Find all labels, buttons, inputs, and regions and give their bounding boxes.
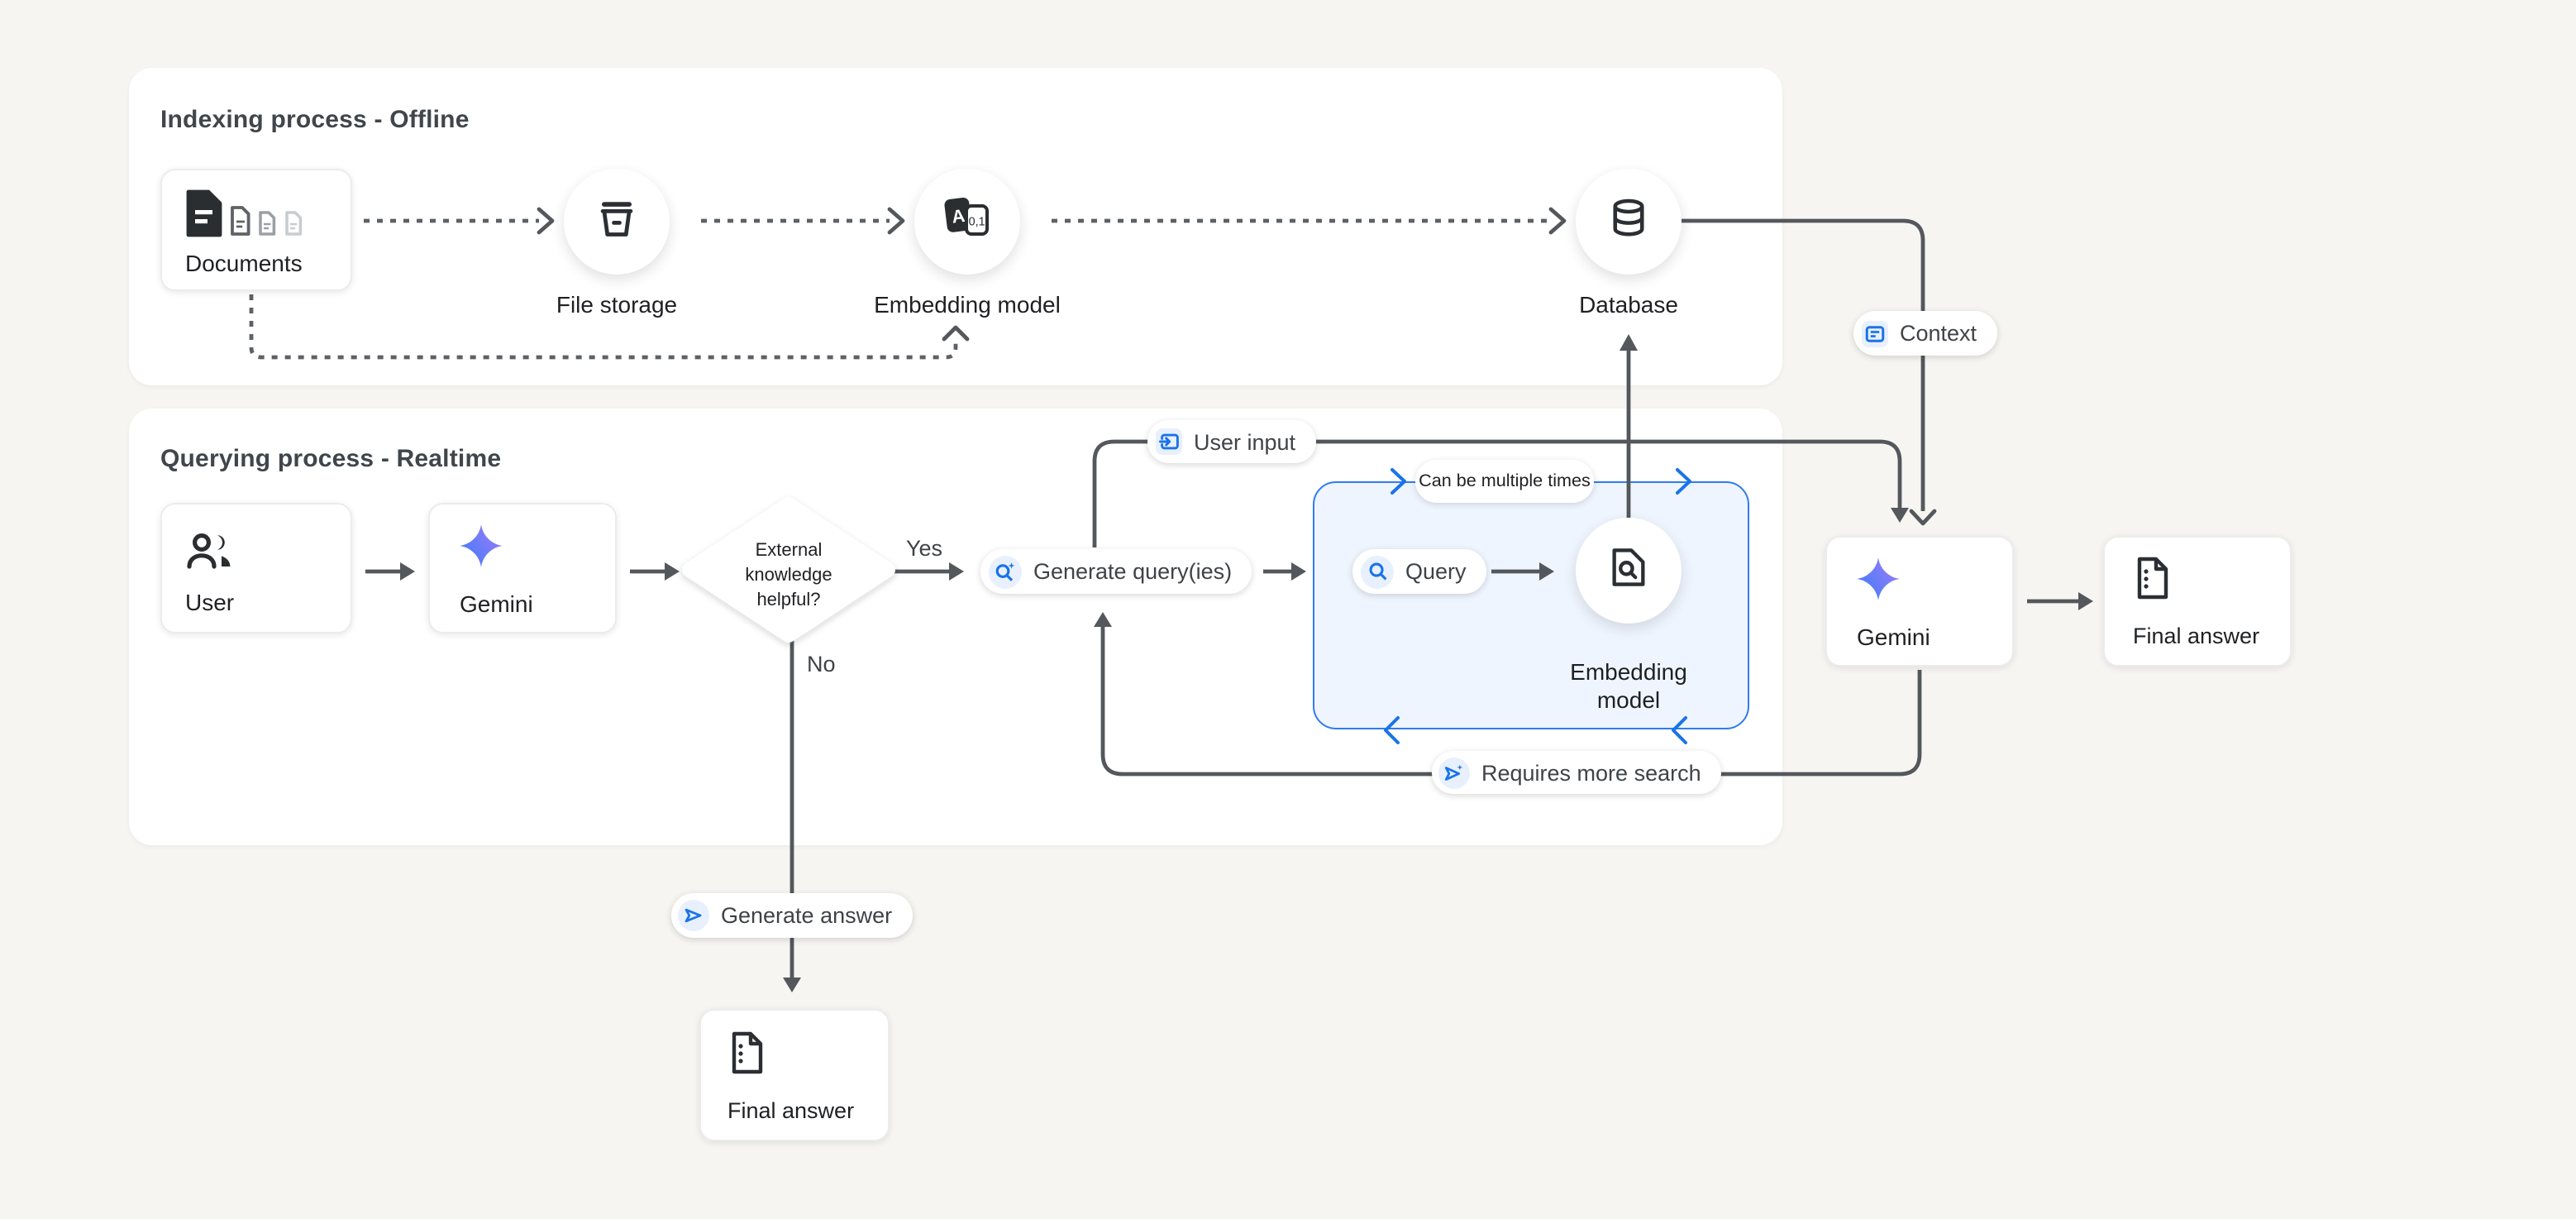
arrowhead [783,978,801,992]
arrowhead [887,207,905,235]
embedding-online-label-2: model [1596,686,1661,713]
document-search-icon [1607,545,1650,596]
generate-answer-label: Generate answer [721,903,893,928]
arrowhead [2078,592,2093,610]
send-sparkle-icon [1438,757,1470,788]
database-node [1576,169,1682,275]
generate-answer-pill: Generate answer [671,893,913,938]
arrowhead [1909,509,1937,526]
translate-binary-icon: A 0,1 [942,195,992,248]
gemini-synthesis-node: Gemini [1825,536,2014,667]
input-arrow-icon [1156,428,1182,455]
edge-userinput-to-gemini [1092,439,1902,547]
document-lines-icon [2133,556,2173,609]
context-pill-label: Context [1900,321,1977,346]
arrowhead [942,325,970,342]
database-cylinder-icon [1607,196,1650,247]
can-be-multiple-times-pill: Can be multiple times [1415,460,1594,503]
search-icon [1361,555,1394,588]
loop-arrow [1384,716,1400,744]
requires-more-search-label: Requires more search [1481,760,1701,785]
yes-label: Yes [906,536,943,561]
edge-database-context-to-gemini [1682,218,1925,511]
edge-documents-to-embedding-loop [249,294,958,360]
loop-arrow [1672,716,1687,744]
final-answer-no-branch-label: Final answer [727,1098,855,1123]
gemini-star-icon [1857,557,1900,609]
user-input-label: User input [1194,429,1296,454]
arrowhead [1548,207,1567,235]
storage-bucket-icon [595,196,638,247]
generate-queries-pill: Generate query(ies) [980,549,1252,594]
documents-stack-icon [185,189,321,246]
document-lines-icon [727,1030,767,1083]
decision-text: External knowledge helpful? [745,541,832,610]
arrowhead [1620,334,1638,351]
arrowhead [1094,612,1112,627]
can-be-multiple-times-label: Can be multiple times [1419,471,1591,491]
gemini-star-icon [460,524,503,576]
decision-diamond [682,497,895,643]
context-pill: Context [1853,311,1997,356]
final-answer-main-label: Final answer [2133,624,2260,648]
gemini-synthesis-label: Gemini [1857,624,1930,650]
arrowhead [537,207,555,235]
arrowhead [1539,562,1554,581]
file-storage-label: File storage [556,291,678,318]
arrowhead [1291,562,1306,581]
send-icon [678,900,709,931]
no-label: No [807,652,836,676]
final-answer-no-branch-node: Final answer [699,1009,890,1141]
embedding-offline-label: Embedding model [874,291,1061,318]
embedding-offline-node: A 0,1 [914,169,1020,275]
arrowhead [949,562,964,581]
final-answer-main-node: Final answer [2103,536,2292,667]
file-storage-node [564,169,670,275]
user-input-pill: User input [1147,420,1316,463]
database-label: Database [1579,291,1678,318]
generate-queries-label: Generate query(ies) [1033,559,1233,584]
user-node: User [160,503,352,633]
documents-node: Documents [160,169,352,291]
querying-panel-title: Querying process - Realtime [160,445,502,473]
loop-arrow [1676,468,1691,495]
arrowhead [400,562,415,581]
gemini-query-node: Gemini [428,503,617,633]
documents-label: Documents [185,250,303,276]
search-sparkle-icon [989,555,1022,588]
requires-more-search-pill: Requires more search [1432,751,1721,794]
context-article-icon [1862,320,1888,347]
retrieval-loop-box [1313,481,1749,729]
indexing-panel-title: Indexing process - Offline [160,106,470,134]
embedding-online-label-1: Embedding [1570,658,1687,685]
arrowhead [665,562,680,581]
gemini-query-label: Gemini [460,590,533,617]
svg-text:0,1: 0,1 [969,215,985,228]
loop-arrow [1391,468,1406,495]
users-icon [184,529,236,581]
query-label: Query [1405,559,1467,584]
user-label: User [185,589,235,615]
svg-text:A: A [951,205,966,227]
arrowhead [1891,508,1909,523]
embedding-online-node [1576,518,1682,624]
query-pill: Query [1352,549,1486,594]
